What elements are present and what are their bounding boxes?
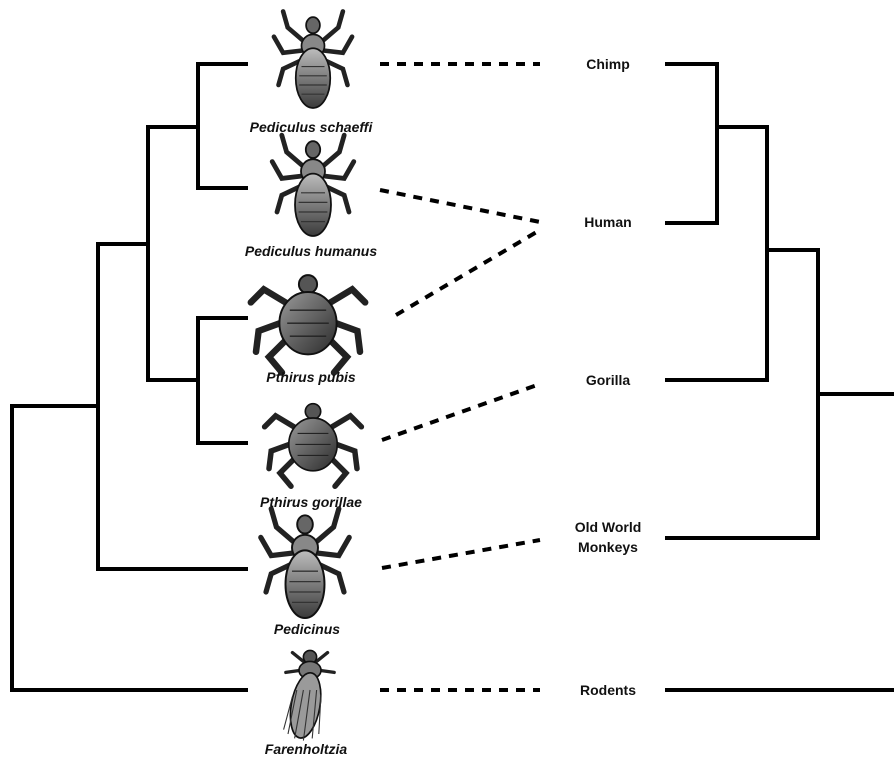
association-lines (380, 64, 540, 690)
louse-label: Pthirus pubis (266, 369, 356, 385)
louse-label: Pediculus humanus (245, 243, 377, 259)
branch-pediculus-pthirus (148, 127, 198, 380)
host-label: Monkeys (578, 539, 638, 555)
branch-chimp-human (667, 64, 717, 223)
louse-label: Pedicinus (274, 621, 340, 637)
association-line (382, 540, 540, 568)
louse-pediculus-schaeffi-icon (274, 11, 352, 108)
host-label: Human (584, 214, 631, 230)
host-phylogeny (667, 64, 894, 690)
louse-phylogeny (12, 64, 246, 690)
branch-with-monkeys (667, 250, 818, 538)
branch-schaeffi-humanus (198, 64, 246, 188)
host-label: Old World (575, 519, 642, 535)
association-line (382, 384, 540, 440)
louse-label: Pthirus gorillae (260, 494, 362, 510)
association-line (380, 190, 540, 222)
louse-pediculus-humanus-icon (272, 135, 354, 236)
louse-farenholtzia-icon (284, 650, 335, 740)
association-line (396, 230, 540, 315)
host-label: Rodents (580, 682, 636, 698)
host-label: Chimp (586, 56, 630, 72)
branch-with-pedicinus (98, 244, 246, 569)
louse-pthirus-gorillae-icon (265, 404, 362, 487)
branch-root-louse (12, 406, 246, 690)
host-label: Gorilla (586, 372, 631, 388)
louse-pthirus-pubis-icon (251, 275, 365, 373)
branch-pthirus (198, 318, 246, 443)
louse-label: Farenholtzia (265, 741, 348, 757)
louse-label: Pediculus schaeffi (250, 119, 374, 135)
louse-pedicinus-icon (261, 509, 349, 618)
